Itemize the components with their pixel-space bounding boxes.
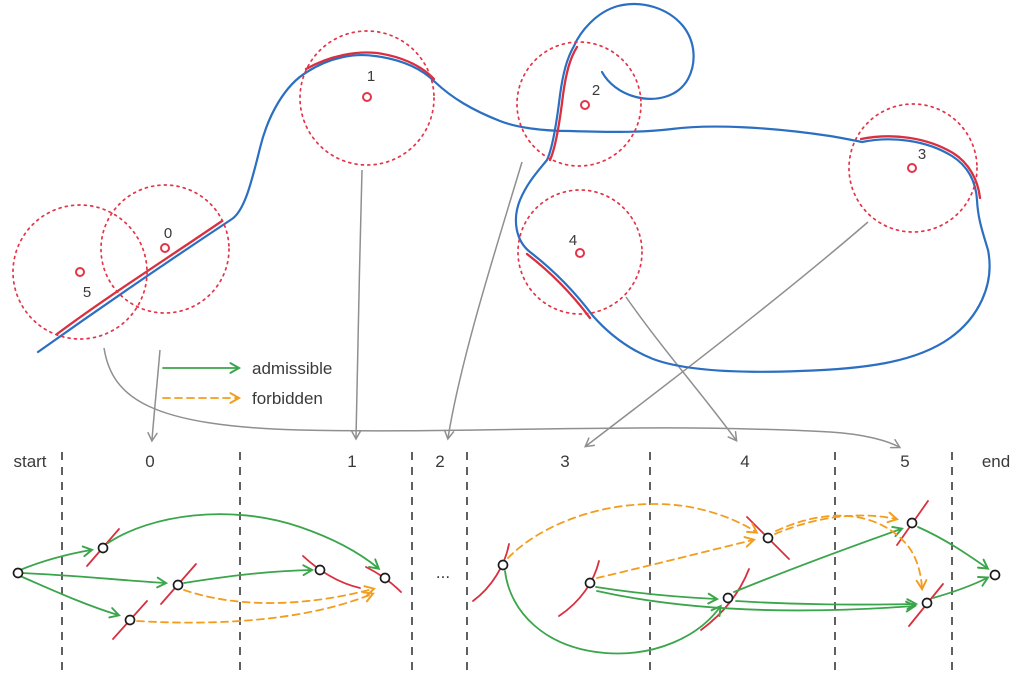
overlap-segment-region-2 [548,45,579,162]
legend-admissible-label: admissible [252,359,332,378]
overlap-segment-regions-5-0 [55,219,224,336]
mapping-arrow-region5-to-col5 [103,347,902,449]
local-curve-3b [558,560,600,617]
region-boundary-5 [12,204,148,340]
mapping-arrow-region0-to-col0 [147,349,161,443]
graph-node-4a [762,532,774,544]
forbidden-edges [136,503,928,624]
edge-admissible-5b-end [932,576,990,599]
graph-node-3a [497,559,509,571]
trajectory [36,2,991,373]
region-label-3: 3 [918,146,926,163]
column-label-end: end [982,452,1010,471]
region-label-5: 5 [83,284,91,301]
edge-admissible-5a-end [917,526,990,570]
column-label-5: 5 [900,452,909,471]
column-label-1: 1 [347,452,356,471]
graph-node-0b [124,614,136,626]
graph-section: start 0 1 2 3 4 5 end ... [12,452,1010,670]
column-label-2: 2 [435,452,444,471]
region-4: 4 [517,189,643,315]
region-5: 5 [12,204,148,340]
edge-admissible-4b-5a [733,525,904,593]
column-label-4: 4 [740,452,749,471]
region-center-1 [362,92,372,102]
edge-admissible-start-0b [19,575,121,619]
legend: admissible forbidden [162,359,332,408]
graph-nodes [12,517,1001,626]
column-label-start: start [13,452,46,471]
edge-forbidden-4a-5a [774,511,900,535]
region-center-4 [575,248,585,258]
mapping-arrow-region2-to-col2 [443,161,523,441]
column-label-0: 0 [145,452,154,471]
edge-forbidden-3a-4a [507,503,759,559]
region-label-0: 0 [164,225,172,242]
local-curve-1a [302,555,361,589]
column-labels: start 0 1 2 3 4 5 end [13,452,1010,471]
graph-node-end [989,569,1001,581]
admissible-edges [19,513,990,655]
region-boundary-4 [517,189,643,315]
graph-node-5b [921,597,933,609]
edge-admissible-0a-1b [107,513,381,570]
graph-node-1b [379,572,391,584]
edge-admissible-3a-4b [504,570,722,655]
graph-node-1a [314,564,326,576]
mapping-arrow-region1-to-col1 [350,169,363,441]
overlap-segment-region-4 [525,252,592,320]
graph-node-start [12,567,24,579]
edge-admissible-3b-5b [596,590,918,613]
region-center-3 [907,163,917,173]
mapping-arrows [103,161,902,449]
graph-node-0c [172,579,184,591]
column-dividers [61,452,953,670]
graph-node-3b [584,577,596,589]
region-label-2: 2 [592,82,600,99]
local-curve-3a [472,543,510,602]
column-label-3: 3 [560,452,569,471]
region-boundary-3 [848,103,978,233]
region-boundary-0 [100,184,230,314]
edge-admissible-4b-5b [735,598,919,610]
trajectory-curve [36,2,991,373]
edge-admissible-start-0a [19,545,95,571]
region-center-5 [75,267,85,277]
overlap-segment-region-1 [304,51,436,81]
regions: 0 1 2 3 4 5 [12,30,978,340]
edge-admissible-3b-4b [595,586,720,605]
region-3: 3 [848,103,978,233]
graph-node-0a [97,542,109,554]
edge-forbidden-3b-4a [596,536,756,579]
region-0: 0 [100,184,230,314]
edge-admissible-0c-1a [183,564,315,584]
region-label-1: 1 [367,68,375,85]
edge-admissible-start-0c [20,572,169,589]
mapping-arrow-region4-to-col4 [625,296,738,443]
region-center-0 [160,243,170,253]
region-2: 2 [516,41,642,167]
region-1: 1 [299,30,435,166]
edge-forbidden-0c-1b [183,585,376,604]
mapping-arrow-region3-to-col3 [583,221,869,448]
region-label-4: 4 [569,232,577,249]
region-center-2 [580,100,590,110]
ellipsis-label: ... [436,563,450,582]
region-boundary-1 [299,30,435,166]
legend-forbidden-label: forbidden [252,389,323,408]
graph-node-5a [906,517,918,529]
edge-forbidden-0b-1b [136,591,375,624]
graph-node-4b [722,592,734,604]
region-boundary-2 [516,41,642,167]
edge-forbidden-4a-5b [775,514,928,592]
